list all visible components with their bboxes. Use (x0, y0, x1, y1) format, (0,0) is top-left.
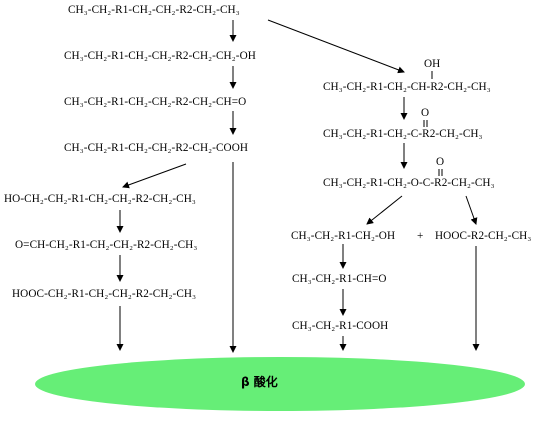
hydroxyl-label: OH (424, 58, 441, 70)
carbonyl-label-2: O (436, 156, 445, 168)
split-final-acid: CH₃-CH₂-R1-COOH (292, 320, 389, 332)
branch-a-formula-1: HO-CH₂-CH₂-R1-CH₂-CH₂-R2-CH₂-CH₃ (4, 193, 196, 205)
split-alcohol: CH₃-CH₂-R1-CH₂-OH (291, 230, 396, 242)
left-formula-1: CH₃-CH₂-R1-CH₂-CH₂-R2-CH₂-CH₃ (68, 4, 240, 16)
right-formula-1: CH₃-CH₂-R1-CH₂-CH-R2-CH₂-CH₃ (323, 81, 491, 93)
arrow-split-right (465, 195, 478, 225)
right-formula-3: CH₃-CH₂-R1-CH₂-O-C-R2-CH₂-CH₃ (323, 177, 495, 189)
arrow-diagonal-right (267, 19, 405, 74)
left-formula-4: CH₃-CH₂-R1-CH₂-CH₂-R2-CH₂-COOH (64, 142, 249, 154)
carbonyl-label-1: O (421, 107, 430, 119)
arrow-diagonal-left (122, 163, 187, 189)
left-formula-2: CH₃-CH₂-R1-CH₂-CH₂-R2-CH₂-CH₂-OH (64, 50, 256, 62)
beta-oxidation-label: β 酸化 (241, 375, 278, 389)
split-aldehyde: CH₃-CH₂-R1-CH=O (292, 273, 387, 285)
split-plus: + (417, 230, 424, 242)
left-formula-3: CH₃-CH₂-R1-CH₂-CH₂-R2-CH₂-CH=O (64, 96, 247, 108)
right-formula-2: CH₃-CH₂-R1-CH₂-C-R2-CH₂-CH₃ (323, 128, 483, 140)
beta-oxidation-ellipse (35, 357, 525, 411)
branch-a-formula-2: O=CH-CH₂-R1-CH₂-CH₂-R2-CH₂-CH₃ (15, 239, 198, 251)
branch-a-formula-3: HOOC-CH₂-R1-CH₂-CH₂-R2-CH₂-CH₃ (12, 288, 197, 300)
arrow-split-left (366, 195, 403, 225)
split-acid: HOOC-R2-CH₂-CH₃ (435, 230, 532, 242)
